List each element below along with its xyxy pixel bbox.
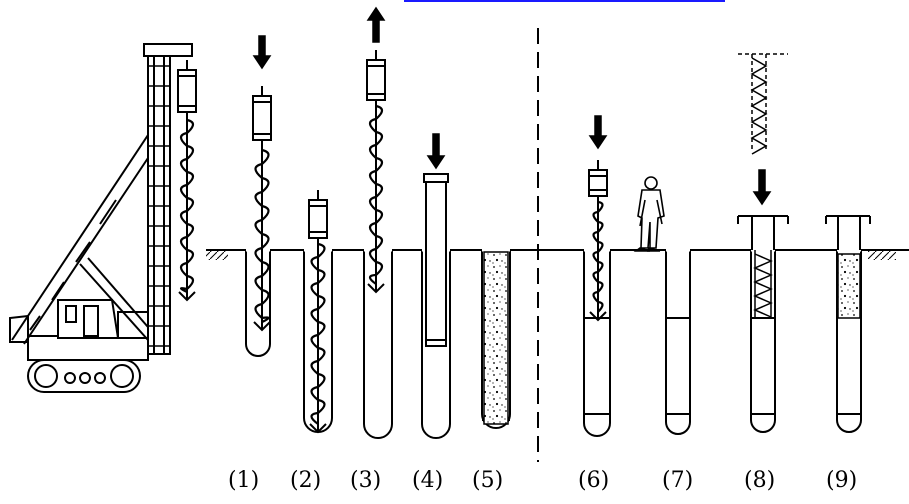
augers — [177, 50, 608, 434]
worker-figure — [633, 176, 665, 252]
step-label-6: (6) — [578, 468, 610, 493]
rebar-cage-in-hole-8 — [753, 250, 773, 318]
step-label-8: (8) — [744, 468, 776, 493]
step-label-1: (1) — [228, 468, 260, 493]
auger-2 — [308, 190, 328, 434]
arrow-down-6 — [588, 115, 608, 150]
rebar-cage-suspended — [738, 53, 788, 155]
step-label-4: (4) — [412, 468, 444, 493]
drilling-rig — [9, 43, 193, 393]
boreholes — [245, 248, 862, 439]
borehole-6 — [583, 250, 611, 437]
step-label-3: (3) — [350, 468, 382, 493]
casing-pipe-4 — [423, 173, 449, 347]
step-label-5: (5) — [472, 468, 504, 493]
borehole-7 — [665, 250, 691, 435]
arrow-down-4 — [426, 133, 446, 170]
step-label-7: (7) — [662, 468, 694, 493]
auger-3 — [366, 50, 386, 294]
motion-arrows — [252, 6, 772, 206]
auger-6 — [588, 160, 608, 322]
step-label-9: (9) — [826, 468, 858, 493]
concrete-fill-5 — [483, 251, 509, 425]
borehole-3 — [363, 250, 393, 439]
arrow-up-3 — [366, 6, 386, 43]
borehole-1 — [245, 250, 271, 357]
arrow-down-8 — [752, 169, 772, 206]
step-label-2: (2) — [290, 468, 322, 493]
temporary-casings — [737, 215, 871, 250]
arrow-down-1 — [252, 35, 272, 70]
auger-on-rig — [177, 60, 197, 302]
concrete-fill-9 — [837, 253, 861, 319]
auger-1 — [252, 86, 272, 332]
